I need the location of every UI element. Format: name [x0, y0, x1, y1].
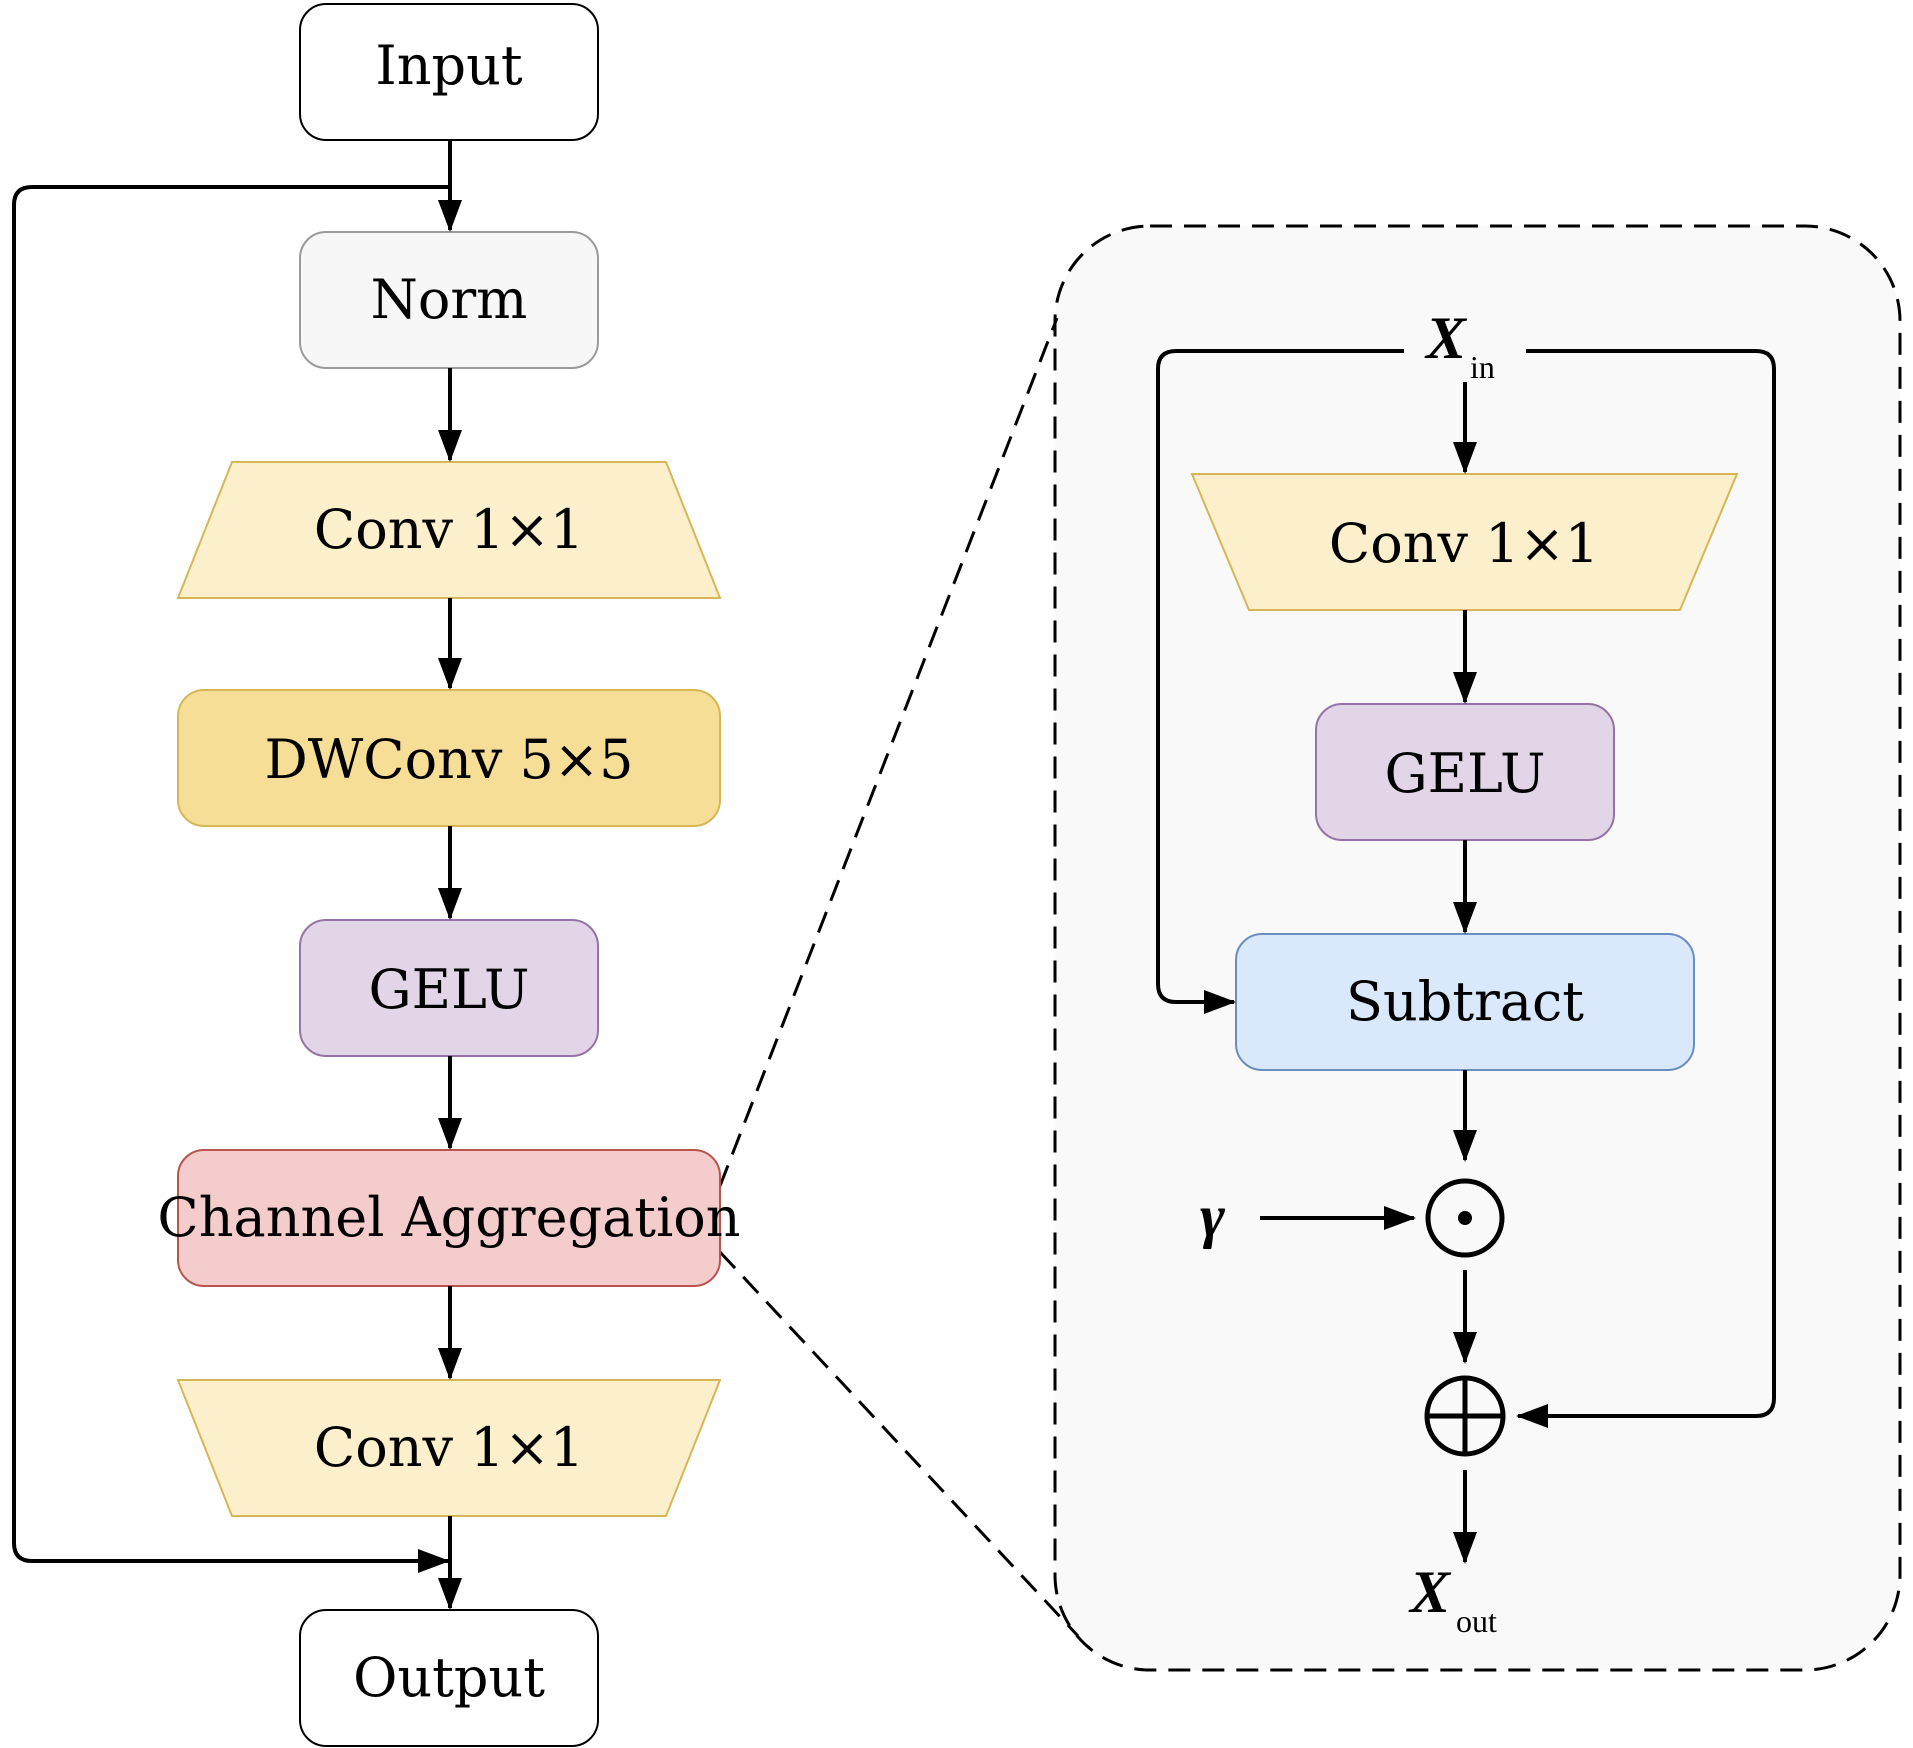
conv-top-label: Conv 1×1 [314, 498, 584, 561]
subtract-node: Subtract [1235, 933, 1695, 1071]
svg-text:out: out [1456, 1603, 1497, 1639]
dwconv-node: DWConv 5×5 [177, 689, 721, 827]
detail-conv-node: Conv 1×1 [1190, 473, 1739, 611]
channel-aggregation-label: Channel Aggregation [157, 1186, 740, 1249]
circled-dot-icon [1425, 1178, 1505, 1258]
detail-arrows [1156, 349, 1776, 1564]
x-in-label: X in [1424, 305, 1495, 385]
zoom-line-bottom [718, 1250, 1080, 1638]
subtract-label: Subtract [1346, 970, 1584, 1033]
output-node: Output [299, 1609, 599, 1747]
gamma-label: γ [1200, 1183, 1225, 1249]
conv-top-node: Conv 1×1 [176, 461, 722, 599]
detail-skip-left [1156, 349, 1404, 1014]
detail-conv-label: Conv 1×1 [1329, 512, 1599, 575]
svg-text:X: X [1424, 305, 1468, 371]
norm-label: Norm [371, 268, 528, 331]
conv-bottom-label: Conv 1×1 [314, 1416, 584, 1479]
detail-skip-right [1516, 349, 1776, 1428]
conv-bottom-node: Conv 1×1 [176, 1379, 722, 1517]
svg-text:in: in [1470, 349, 1495, 385]
input-label: Input [375, 34, 522, 97]
dwconv-label: DWConv 5×5 [264, 728, 633, 791]
residual-connection [12, 185, 450, 1573]
norm-node: Norm [299, 231, 599, 369]
circled-plus-icon [1424, 1375, 1506, 1457]
x-out-label: X out [1408, 1559, 1497, 1639]
detail-gelu-label: GELU [1385, 742, 1546, 805]
gelu-node: GELU [299, 919, 599, 1057]
output-label: Output [353, 1646, 545, 1709]
gelu-label: GELU [369, 958, 530, 1021]
detail-gelu-node: GELU [1315, 703, 1615, 841]
input-node: Input [299, 3, 599, 141]
left-arrows [12, 140, 462, 1610]
channel-aggregation-node: Channel Aggregation [157, 1149, 741, 1287]
zoom-line-top [718, 317, 1059, 1187]
svg-text:X: X [1408, 1559, 1452, 1625]
